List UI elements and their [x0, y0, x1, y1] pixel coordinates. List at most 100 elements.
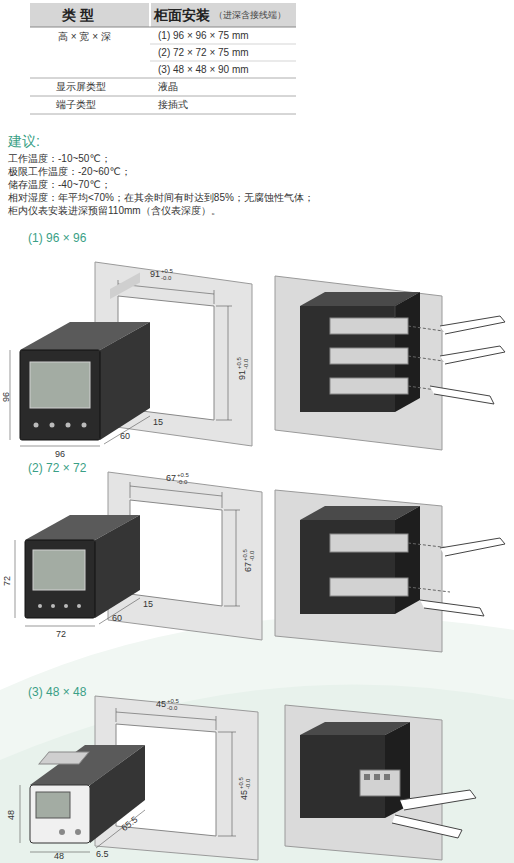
drawing-stroke	[75, 829, 81, 835]
drawing-stroke	[0, 617, 514, 863]
table-cell: (3) 48 × 48 × 90 mm	[158, 65, 249, 75]
drawing-stroke	[82, 423, 87, 428]
drawing-stroke	[64, 604, 68, 608]
mounted-meter-72	[275, 490, 505, 652]
tolerance: +0.5	[238, 777, 244, 789]
table-header: 柜面安装	[154, 8, 210, 22]
drawing-stroke	[130, 486, 222, 496]
drawing-stroke	[96, 810, 145, 848]
tolerance: -0.0	[245, 779, 251, 789]
drawing-stroke	[20, 446, 100, 447]
drawing-stroke	[275, 490, 442, 652]
dimension: 15	[153, 418, 163, 427]
drawing-stroke	[430, 386, 494, 404]
table-cell: (2) 72 × 72 × 75 mm	[158, 48, 249, 58]
dimension: 45	[240, 790, 249, 800]
tolerance: -0.0	[249, 551, 255, 561]
drawing-stroke	[30, 96, 296, 97]
note-line: 储存温度：-40~70℃；	[8, 180, 111, 190]
drawing-stroke	[216, 716, 217, 730]
drawing-stroke	[440, 316, 505, 334]
spec-table	[30, 3, 296, 114]
drawing-stroke	[39, 752, 89, 764]
drawing-stroke	[384, 774, 390, 780]
dimension: 65.5	[120, 815, 139, 833]
panel-cutout-96	[95, 262, 252, 446]
tolerance: -0.0	[177, 479, 187, 485]
mounted-meter-48	[285, 705, 476, 860]
section-title: (2) 72 × 72	[28, 462, 86, 474]
drawing-stroke	[0, 684, 514, 863]
tolerance: +0.5	[161, 268, 173, 274]
drawing-stroke	[216, 306, 232, 307]
drawing-stroke	[395, 506, 420, 614]
drawing-stroke	[228, 306, 229, 420]
drawing-stroke	[130, 500, 222, 606]
drawing-stroke	[30, 114, 296, 115]
dimension: 96	[55, 450, 65, 459]
dimension: 72	[3, 576, 12, 586]
drawing-stroke	[400, 790, 476, 810]
drawing-stroke	[20, 785, 21, 843]
drawing-stroke	[34, 423, 39, 428]
tolerance: +0.5	[177, 472, 189, 478]
drawing-stroke	[130, 482, 131, 498]
tolerance: +0.5	[167, 698, 179, 704]
dimension: 6.5	[96, 850, 109, 859]
drawing-stroke	[224, 606, 240, 607]
drawing-stroke	[218, 732, 236, 733]
dimension: 67	[244, 562, 253, 572]
drawing-stroke	[330, 578, 408, 596]
tolerance: -0.0	[161, 275, 171, 281]
drawing-stroke	[275, 276, 442, 450]
drawing-stroke	[330, 378, 408, 394]
tolerance: -0.0	[167, 705, 177, 711]
drawing-stroke	[25, 540, 95, 618]
drawing-stroke	[408, 587, 450, 592]
drawing-stroke	[20, 350, 100, 440]
table-cell: (1) 96 × 96 × 75 mm	[158, 31, 249, 41]
drawing-stroke	[50, 423, 55, 428]
table-cell: 端子类型	[56, 100, 96, 110]
table-header-note: （进深含接线端）	[214, 11, 286, 20]
drawing-stroke	[15, 540, 16, 618]
dimension: 72	[56, 630, 66, 639]
section-title: (3) 48 × 48	[28, 686, 86, 698]
tolerance: +0.5	[242, 549, 248, 561]
drawing-stroke	[116, 712, 216, 720]
drawing-stroke	[30, 27, 296, 28]
drawing-stroke	[285, 705, 442, 860]
drawing-stroke	[360, 770, 400, 796]
dimension: 96	[2, 392, 11, 402]
dimension: 48	[54, 852, 64, 861]
table-header: 类 型	[62, 8, 94, 22]
drawing-stroke	[59, 829, 65, 835]
section-title: (1) 96 × 96	[28, 232, 86, 244]
drawing-stroke	[150, 61, 296, 62]
drawing-stroke	[66, 423, 71, 428]
table-cell: 高 × 宽 × 深	[58, 32, 111, 42]
dimension: 91	[238, 370, 247, 380]
drawing-stroke	[330, 348, 408, 364]
drawing-stroke	[99, 598, 140, 624]
dimension: 91	[150, 270, 160, 279]
table-cell: 液晶	[158, 82, 178, 92]
table-cell: 接插式	[158, 100, 188, 110]
drawing-stroke	[90, 745, 145, 843]
drawing-stroke	[150, 44, 296, 45]
drawing-stroke	[100, 322, 150, 440]
drawing-stroke	[420, 600, 484, 616]
background-swoosh	[0, 617, 514, 863]
dimension: 48	[7, 810, 16, 820]
note-line: 柜内仪表安装进深预留110mm（含仪表深度）。	[8, 206, 221, 216]
meter-48	[20, 745, 145, 852]
drawing-stroke	[222, 492, 223, 508]
tolerance: -0.0	[243, 359, 249, 369]
mounted-meter-96	[275, 276, 505, 450]
table-cell: 显示屏类型	[56, 82, 106, 92]
note-line: 相对湿度：年平均<70%；在其余时间有时达到85%；无腐蚀性气体；	[8, 193, 314, 203]
note-heading: 建议:	[8, 134, 40, 148]
drawing-stroke	[110, 272, 140, 299]
